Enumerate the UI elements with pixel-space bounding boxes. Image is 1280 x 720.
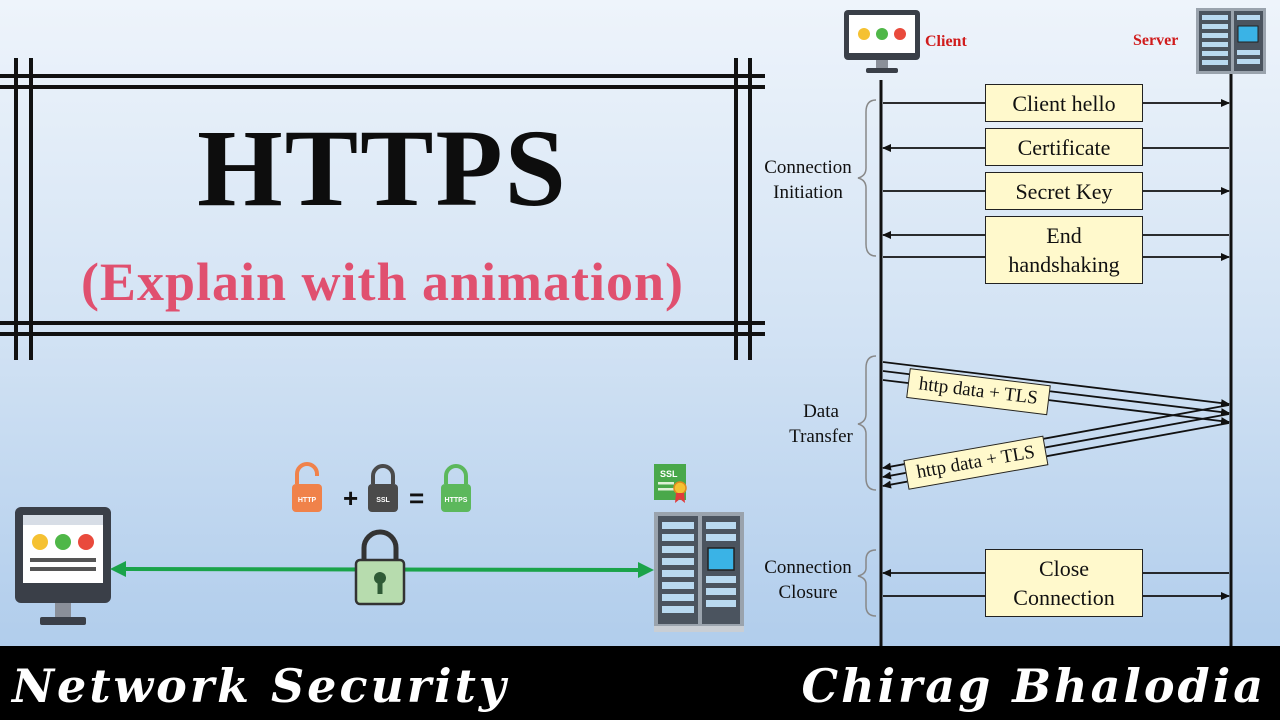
ssl-lock-label: SSL [376, 497, 390, 504]
footer-author: Chirag Bhalodia [801, 659, 1266, 713]
server-top-icon [1196, 8, 1266, 74]
ssl-lock-icon: SSL [368, 464, 398, 512]
phase-transfer-label: Data Transfer [789, 401, 853, 447]
brace-initiation [857, 99, 877, 257]
msg-certificate: Certificate [985, 128, 1143, 166]
client-monitor-icon [844, 10, 920, 73]
phase-initiation-label: Connection Initiation [764, 157, 852, 203]
footer-bar [0, 646, 1280, 720]
msg-secret-key: Secret Key [985, 172, 1143, 210]
client-label: Client [925, 33, 967, 50]
msg-end-handshaking: End handshaking [985, 216, 1143, 284]
page-subtitle: (Explain with animation) [80, 252, 685, 312]
footer-course: Network Security [12, 659, 509, 713]
arrow-data-up-1 [882, 361, 1230, 408]
page-title: HTTPS [197, 107, 568, 229]
equals-sign: = [409, 483, 424, 513]
client-computer-icon [15, 507, 111, 625]
http-lock-icon: HTTP [292, 462, 322, 512]
secure-lock-icon [354, 529, 406, 606]
http-lock-label: HTTP [298, 497, 317, 504]
https-lock-label: HTTPS [445, 497, 468, 504]
brace-closure [857, 549, 877, 617]
phase-closure-label: Connection Closure [764, 557, 852, 603]
brace-transfer [857, 355, 877, 491]
server-label: Server [1133, 32, 1179, 49]
msg-client-hello: Client hello [985, 84, 1143, 122]
server-rack-icon [654, 512, 744, 632]
cert-label: SSL [660, 469, 678, 479]
plus-sign: + [343, 483, 358, 513]
msg-close-connection: Close Connection [985, 549, 1143, 617]
lock-formula: HTTP + SSL = HTTPS [292, 462, 471, 513]
ssl-certificate-icon: SSL [654, 464, 687, 503]
https-lock-icon: HTTPS [441, 464, 471, 512]
title-frame [0, 58, 765, 360]
